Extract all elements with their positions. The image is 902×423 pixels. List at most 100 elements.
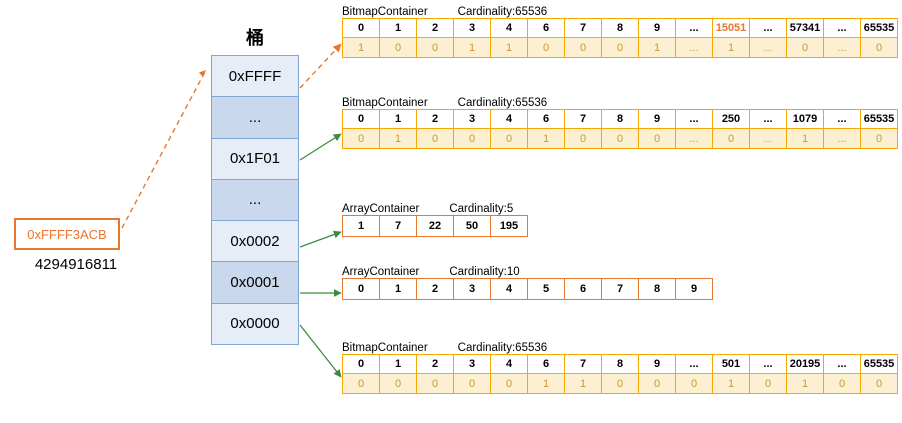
bitmap-value-cell: 0 [823, 373, 861, 394]
bucket-item-label: 0x1F01 [229, 150, 281, 168]
bitmap-value-cell: 0 [453, 373, 491, 394]
bucket-item-ellipsis-2[interactable]: ... [212, 179, 298, 222]
bitmap-value-cell: 0 [638, 128, 676, 149]
bitmap-index-cell: ... [749, 354, 787, 374]
bitmap-index-cell: ... [823, 354, 861, 374]
key-hex-label: 0xFFFF3ACB [27, 226, 107, 242]
bitmap-value-cell: 1 [527, 128, 565, 149]
bitmap-value-cell: 0 [860, 37, 898, 58]
container-cardinality-label: Cardinality:65536 [457, 97, 548, 109]
bitmap-index-cell: 1079 [786, 109, 824, 129]
bitmap-value-cell: 0 [786, 37, 824, 58]
bitmap-index-cell: 20195 [786, 354, 824, 374]
bucket-item-ffff[interactable]: 0xFFFF [212, 56, 298, 98]
bitmap-index-cell: 0 [342, 354, 380, 374]
bitmap-index-cell: 8 [601, 354, 639, 374]
bitmap-value-cell: 0 [416, 128, 454, 149]
bitmap-index-cell: 3 [453, 354, 491, 374]
bitmap-index-cell: ... [675, 109, 713, 129]
bitmap-value-cell: 0 [416, 37, 454, 58]
bitmap-value-cell: ... [749, 37, 787, 58]
key-hex-box: 0xFFFF3ACB [14, 218, 120, 250]
bucket-item-0002[interactable]: 0x0002 [212, 221, 298, 263]
bitmap-index-cell: 1 [379, 354, 417, 374]
bucket-item-0000[interactable]: 0x0000 [212, 303, 298, 344]
container-cardinality-label: Cardinality:10 [449, 266, 520, 278]
bitmap-index-cell: ... [675, 354, 713, 374]
container-cardinality-label: Cardinality:5 [449, 203, 514, 215]
bitmap-index-cell: ... [749, 109, 787, 129]
bucket-item-0001[interactable]: 0x0001 [212, 262, 298, 304]
bitmap-value-cell: 0 [379, 373, 417, 394]
bucket-item-label: 0xFFFF [228, 67, 282, 85]
bitmap-index-cell: ... [749, 18, 787, 38]
bitmap-index-cell: 65535 [860, 354, 898, 374]
array-value-cell: 2 [416, 278, 454, 300]
bitmap-value-cell: 0 [490, 128, 528, 149]
bitmap-index-cell: 7 [564, 18, 602, 38]
bitmap-index-cell: 65535 [860, 18, 898, 38]
container-caption: BitmapContainer Cardinality:65536 [342, 97, 898, 109]
bitmap-value-cell: 0 [860, 128, 898, 149]
bitmap-value-cell: 0 [416, 373, 454, 394]
bitmap-index-cell: 501 [712, 354, 750, 374]
bitmap-index-cell: 250 [712, 109, 750, 129]
array-value-cell: 195 [490, 215, 528, 237]
container-type-label: BitmapContainer [342, 342, 428, 354]
arrowhead-key-to-bucket [199, 70, 206, 77]
bucket-item-label: 0x0002 [230, 232, 280, 250]
bitmap-index-cell: 9 [638, 354, 676, 374]
container-caption: ArrayContainer Cardinality:5 [342, 203, 528, 215]
bitmap-value-cell: ... [675, 37, 713, 58]
container-type-label: ArrayContainer [342, 266, 420, 278]
bitmap-value-cell: 1 [490, 37, 528, 58]
array-value-cell: 8 [638, 278, 676, 300]
bitmap-index-cell: 4 [490, 354, 528, 374]
container-type-label: ArrayContainer [342, 203, 420, 215]
bitmap-value-cell: 0 [490, 373, 528, 394]
bitmap-index-cell: 6 [527, 354, 565, 374]
bitmap-value-cell: ... [749, 128, 787, 149]
bucket-item-label: 0x0001 [230, 274, 280, 292]
bitmap-index-cell: 7 [564, 354, 602, 374]
bucket-item-1f01[interactable]: 0x1F01 [212, 138, 298, 180]
array-value-cell: 22 [416, 215, 454, 237]
bitmap-index-cell: 3 [453, 18, 491, 38]
bitmap-index-cell: 2 [416, 18, 454, 38]
array-value-cell: 9 [675, 278, 713, 300]
bitmap-index-cell: 15051 [712, 18, 750, 38]
bitmap-index-cell: 1 [379, 18, 417, 38]
bucket-item-label: ... [248, 191, 262, 209]
bucket-column: 0xFFFF ... 0x1F01 ... 0x0002 0x0001 0x00… [211, 55, 299, 345]
bitmap-index-cell: 65535 [860, 109, 898, 129]
array-value-cell: 5 [527, 278, 565, 300]
bitmap-value-cell: 0 [342, 373, 380, 394]
container-type-label: BitmapContainer [342, 6, 428, 18]
bitmap-value-cell: 0 [601, 373, 639, 394]
container-type-label: BitmapContainer [342, 97, 428, 109]
bucket-item-label: 0x0000 [230, 315, 280, 333]
bitmap-value-cell: 0 [564, 37, 602, 58]
array-value-cell: 1 [379, 278, 417, 300]
bucket-item-label: ... [248, 108, 262, 126]
bucket-item-ellipsis-1[interactable]: ... [212, 97, 298, 139]
bitmap-value-cell: 0 [379, 37, 417, 58]
bitmap-value-cell: 1 [712, 37, 750, 58]
bitmap-value-cell: 1 [638, 37, 676, 58]
